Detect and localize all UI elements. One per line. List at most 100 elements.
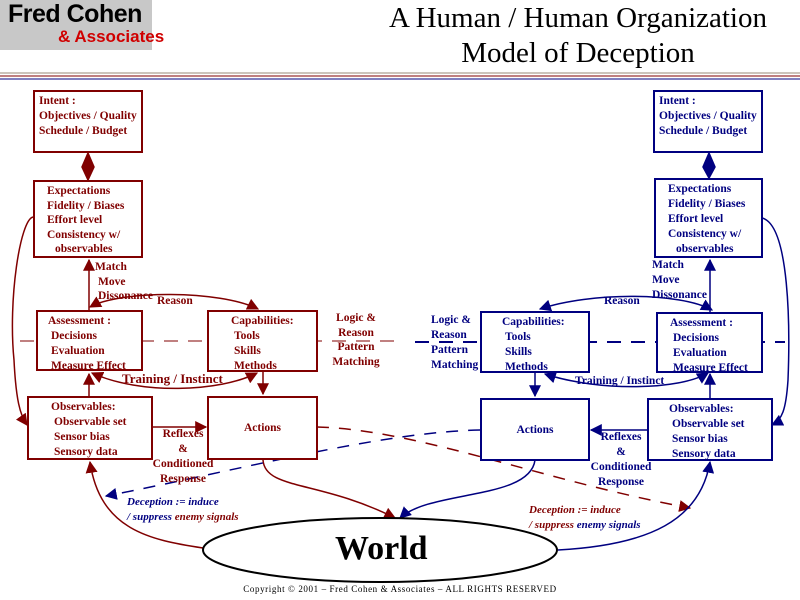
label-line: Move (98, 275, 126, 288)
left-intent-box: Intent : Objectives / Quality Schedule /… (33, 90, 143, 153)
label-part: enemy signals (174, 510, 239, 523)
label-line: Deception := induce (127, 496, 219, 508)
box-line: Methods (505, 361, 548, 373)
box-line: Objectives / Quality (39, 110, 137, 122)
box-line: observables (55, 243, 113, 255)
right-deception-label: Deception := induce / suppress enemy sig… (529, 503, 641, 532)
box-line: Skills (234, 345, 261, 357)
label-line: Match (652, 259, 684, 271)
label-line: Reason (431, 329, 467, 341)
copyright: Copyright © 2001 – Fred Cohen & Associat… (243, 584, 557, 594)
left-expectations-box: Expectations Fidelity / Biases Effort le… (33, 180, 143, 258)
left-deception-label: Deception := induce / suppress enemy sig… (127, 495, 239, 524)
right-capabilities-box: Capabilities: Tools Skills Methods (480, 311, 590, 373)
label-line: Response (159, 473, 206, 485)
right-actions-box: Actions (480, 398, 590, 461)
label-line: Logic & (336, 312, 376, 324)
box-line: Methods (234, 360, 277, 372)
box-line: Measure Effect (673, 362, 748, 374)
box-line: Assessment : (670, 317, 733, 329)
box-line: Measure Effect (51, 360, 126, 372)
right-logic-label: Logic & Reason Pattern Matching (431, 313, 478, 373)
right-reason-label: Reason (604, 295, 640, 307)
label-part: / suppress (529, 518, 574, 531)
label-line: Pattern (337, 341, 375, 353)
box-line: Objectives / Quality (659, 110, 757, 122)
diamond-connector (81, 151, 95, 182)
label-line: Reflexes (162, 428, 204, 440)
box-line: Tools (505, 331, 531, 343)
right-observables-box: Observables: Observable set Sensor bias … (647, 398, 773, 461)
box-line: Decisions (51, 330, 97, 342)
box-line: Schedule / Budget (39, 125, 128, 137)
label-part: enemy signals (576, 518, 641, 531)
box-line: Tools (234, 330, 260, 342)
right-training-label: Training / Instinct (575, 375, 665, 387)
world-label: World (335, 530, 428, 567)
box-line: Capabilities: (502, 316, 565, 328)
right-assessment-box: Assessment : Decisions Evaluation Measur… (656, 312, 763, 374)
box-line: Evaluation (673, 347, 727, 359)
left-reflexes-label: Reflexes & Conditioned Response (148, 427, 218, 487)
box-line: Expectations (668, 183, 732, 195)
box-line: Intent : (659, 95, 696, 107)
label-line: Dissonance (652, 289, 707, 301)
box-line: Actions (243, 422, 282, 434)
label-part: / suppress (127, 510, 172, 523)
box-line: Skills (505, 346, 532, 358)
left-actions-box: Actions (207, 396, 318, 460)
label-line: Dissonance (98, 290, 153, 302)
box-line: Expectations (47, 185, 111, 197)
box-line: Observables: (51, 401, 116, 413)
label-line: & (616, 446, 626, 458)
left-connectors (11, 151, 692, 549)
box-line: observables (676, 243, 734, 255)
right-intent-box: Intent : Objectives / Quality Schedule /… (653, 90, 763, 153)
left-capabilities-box: Capabilities: Tools Skills Methods (207, 310, 318, 372)
box-line: Fidelity / Biases (668, 198, 746, 210)
right-reflexes-label: Reflexes & Conditioned Response (586, 430, 656, 490)
left-reason-label: Reason (157, 295, 193, 307)
left-training-label: Training / Instinct (122, 371, 223, 386)
box-line: Capabilities: (231, 315, 294, 327)
box-line: Fidelity / Biases (47, 199, 125, 212)
label-line: Pattern (431, 344, 469, 356)
left-assessment-box: Assessment : Decisions Evaluation Measur… (36, 310, 143, 372)
label-line: & (178, 443, 188, 455)
label-line: Conditioned (590, 461, 652, 473)
left-logic-label: Logic & Reason Pattern Matching (328, 311, 384, 369)
company-logo: Fred Cohen & Associates (0, 0, 164, 50)
title-line-2: Model of Deception (461, 37, 695, 69)
box-line: Sensory data (54, 446, 118, 458)
right-match-label: Match Move Dissonance (652, 258, 707, 303)
box-line: Intent : (39, 95, 76, 107)
box-line: Effort level (47, 214, 103, 226)
label-line: Deception := induce (529, 504, 621, 516)
label-line: Logic & (431, 314, 471, 326)
box-line: Observable set (672, 418, 745, 430)
label-line: Match (95, 261, 127, 273)
box-line: Schedule / Budget (659, 125, 748, 137)
box-line: Consistency w/ (668, 228, 742, 240)
left-observables-box: Observables: Observable set Sensor bias … (27, 396, 153, 460)
label-line: Conditioned (152, 458, 214, 470)
box-line: Observable set (54, 416, 127, 428)
label-line: Matching (431, 359, 479, 371)
box-line: Observables: (669, 403, 734, 415)
box-line: Consistency w/ (47, 228, 121, 241)
label-line: Move (652, 274, 680, 286)
title-line-1: A Human / Human Organization (388, 2, 767, 34)
label-line: Matching (332, 355, 380, 368)
diamond-connector (702, 151, 716, 180)
box-line: Evaluation (51, 345, 105, 357)
label-line: Reason (338, 326, 374, 339)
label-line: Response (597, 476, 644, 488)
box-line: Assessment : (48, 315, 111, 327)
label-line: Reflexes (600, 431, 642, 443)
right-expectations-box: Expectations Fidelity / Biases Effort le… (654, 178, 763, 258)
box-line: Sensor bias (672, 433, 728, 445)
box-line: Sensor bias (54, 431, 110, 443)
logo-subtitle: & Associates (58, 27, 165, 46)
